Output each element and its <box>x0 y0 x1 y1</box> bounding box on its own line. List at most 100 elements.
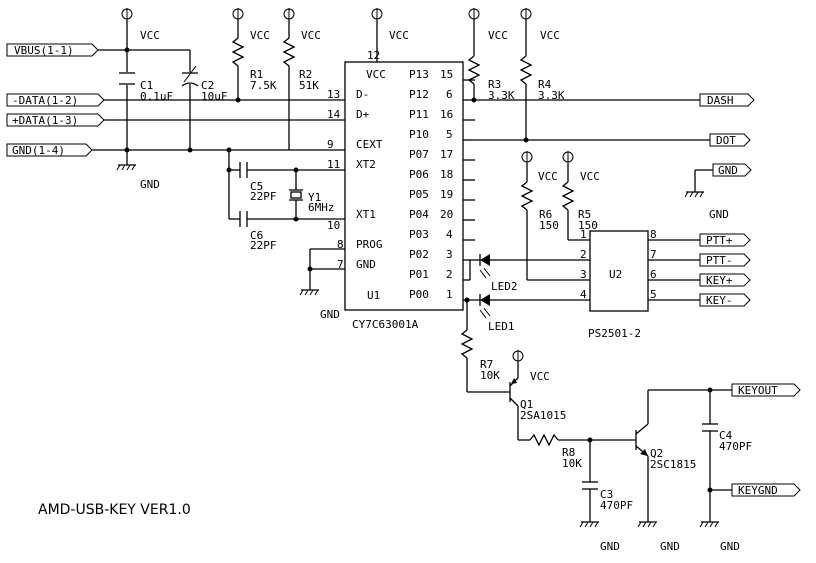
pin-number: 6 <box>446 88 453 101</box>
connector-label: VBUS(1-1) <box>14 44 74 57</box>
pin-number: 4 <box>446 228 453 241</box>
vcc-symbol: VCC <box>512 350 550 383</box>
key-minus-label: KEY- <box>706 294 733 307</box>
usb-connector-gnd: GND(1-4) <box>6 143 93 157</box>
r2-ref: R2 <box>299 68 312 81</box>
pin-name: VCC <box>366 68 386 81</box>
ptt-minus-label: PTT- <box>706 254 733 267</box>
pin-number: 2 <box>446 268 453 281</box>
pin-number: 13 <box>327 88 340 101</box>
pin-number: 5 <box>650 288 657 301</box>
pin-number: 20 <box>440 208 453 221</box>
vcc-symbol: VCC <box>521 151 558 183</box>
usb-connector-vbus: VBUS(1-1) <box>6 43 99 57</box>
gnd-label: GND <box>600 540 620 553</box>
gnd-label: GND <box>140 178 160 191</box>
c2-value: 10uF <box>201 90 228 103</box>
pin-name: P07 <box>409 148 429 161</box>
vcc-symbol: VCC <box>468 8 508 42</box>
key-plus-label: KEY+ <box>706 274 733 287</box>
pin-number: 8 <box>650 228 657 241</box>
q1-value: 2SA1015 <box>520 409 566 422</box>
q2-ref: Q2 <box>650 447 663 460</box>
resistor-r8: R8 10K <box>529 433 636 470</box>
r7-ref: R7 <box>480 358 493 371</box>
capacitor-c5: C5 22PF <box>239 162 277 203</box>
usb-wiring <box>92 20 345 165</box>
pin-name: P02 <box>409 248 429 261</box>
pin-number: 7 <box>337 258 344 271</box>
key-plus-output: KEY+ <box>648 273 751 287</box>
pin-name: GND <box>356 258 376 271</box>
pin-name: P00 <box>409 288 429 301</box>
vcc-symbol: VCC <box>520 8 560 42</box>
vcc-label: VCC <box>530 370 550 383</box>
c3-ref: C3 <box>600 488 613 501</box>
c4-value: 470PF <box>719 440 752 453</box>
u1-ref: U1 <box>367 289 380 302</box>
keygnd-output: KEYGND <box>710 483 801 497</box>
c6-value: 22PF <box>250 239 277 252</box>
pin-number: 1 <box>446 288 453 301</box>
capacitor-c6: C6 22PF <box>239 211 277 252</box>
chip-u2: 1 2 3 4 8 7 6 5 U2 PS2501-2 <box>580 228 657 340</box>
ptt-plus-label: PTT+ <box>706 234 733 247</box>
resistor-r4: R4 3.3K <box>519 20 565 143</box>
resistor-r7: R7 10K <box>460 300 510 393</box>
transistor-q1: Q1 2SA1015 <box>509 362 566 441</box>
vcc-symbol: VCC <box>232 8 270 42</box>
gnd-label: GND <box>320 308 340 321</box>
usb-connector-dplus: +DATA(1-3) <box>6 113 105 127</box>
pin-number: 4 <box>580 288 587 301</box>
c3-value: 470PF <box>600 499 633 512</box>
vcc-symbol: VCC <box>121 8 160 42</box>
c4-ref: C4 <box>719 429 733 442</box>
pin-name: D- <box>356 88 369 101</box>
pin-name: P06 <box>409 168 429 181</box>
pin-name: P01 <box>409 268 429 281</box>
r1-ref: R1 <box>250 68 263 81</box>
pin-number: 17 <box>440 148 453 161</box>
connector-label: +DATA(1-3) <box>12 114 78 127</box>
gnd-label: GND <box>660 540 680 553</box>
vcc-label: VCC <box>389 29 409 42</box>
pin-name: P03 <box>409 228 429 241</box>
led2-ref: LED2 <box>491 280 518 293</box>
dot-label: DOT <box>716 134 736 147</box>
r6-ref: R6 <box>539 208 552 221</box>
keygnd-label: KEYGND <box>738 484 778 497</box>
pin-number: 2 <box>580 248 587 261</box>
pin-name: P05 <box>409 188 429 201</box>
pin-number: 3 <box>580 268 587 281</box>
u2-part: PS2501-2 <box>588 327 641 340</box>
c6-ref: C6 <box>250 229 263 242</box>
dash-label: DASH <box>707 94 734 107</box>
ptt-plus-output: PTT+ <box>648 233 751 247</box>
capacitor-c1: C1 0.1uF <box>119 72 173 103</box>
c5-ref: C5 <box>250 180 263 193</box>
r1-value: 7.5K <box>250 79 277 92</box>
keyout-label: KEYOUT <box>738 384 778 397</box>
u1-ground: GND <box>299 249 340 321</box>
dot-output: DOT <box>475 133 751 147</box>
pin-name: XT1 <box>356 208 376 221</box>
q1-ref: Q1 <box>520 398 533 411</box>
connector-label: GND(1-4) <box>12 144 65 157</box>
capacitor-c2: C2 10uF <box>181 65 228 103</box>
u1-right-pin-stubs <box>463 79 475 241</box>
connector-label: -DATA(1-2) <box>12 94 78 107</box>
led1: LED1 <box>463 294 590 333</box>
vcc-label: VCC <box>140 29 160 42</box>
crystal-y1: Y1 6MHz <box>289 189 335 214</box>
ground-symbol: GND <box>116 164 160 191</box>
led2: LED2 <box>463 254 590 293</box>
c1-ref: C1 <box>140 79 153 92</box>
vcc-label: VCC <box>580 170 600 183</box>
r4-ref: R4 <box>538 78 552 91</box>
vcc-symbol: VCC <box>283 8 321 42</box>
diagram-title: AMD-USB-KEY VER1.0 <box>38 502 191 518</box>
r3-value: 3.3K <box>488 89 515 102</box>
vcc-label: VCC <box>488 29 508 42</box>
gnd-out-label: GND <box>718 164 738 177</box>
pin-name: XT2 <box>356 158 376 171</box>
